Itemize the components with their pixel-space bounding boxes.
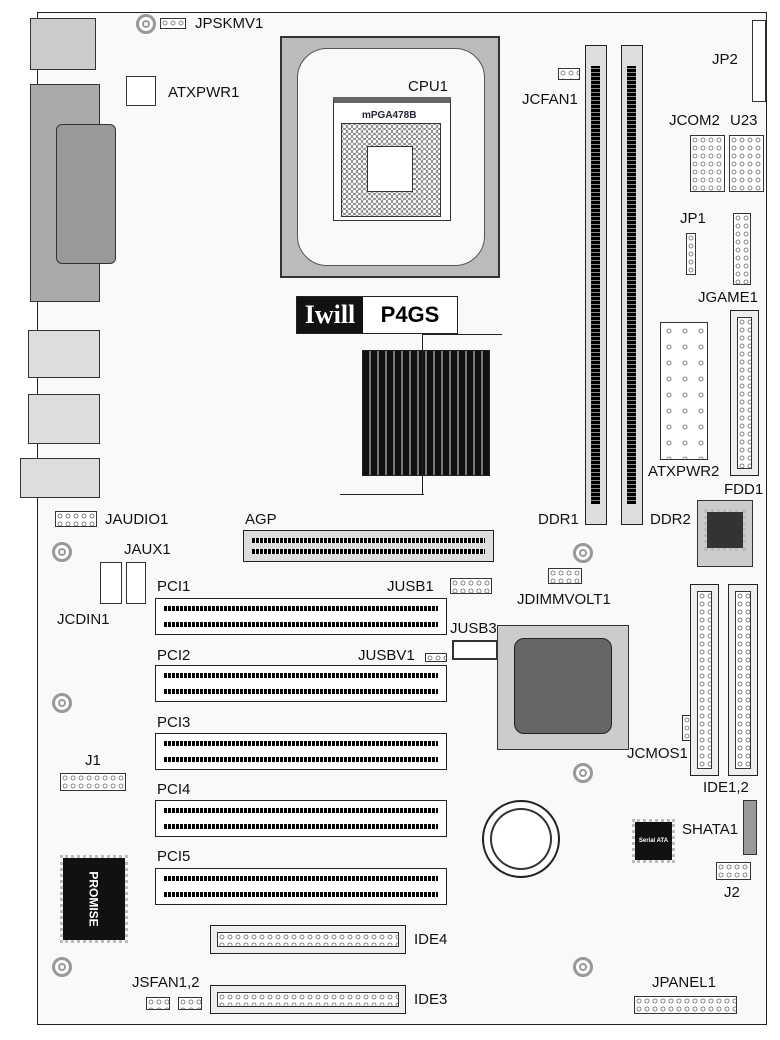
fdd1-connector[interactable] <box>690 584 719 776</box>
jusb3-connector <box>452 640 498 660</box>
promise-chip: PROMISE <box>60 855 128 943</box>
ddr1-slot[interactable] <box>585 45 607 525</box>
j1-label: J1 <box>85 752 101 769</box>
jcfan1-header <box>558 68 580 80</box>
heatsink-clip <box>422 334 502 494</box>
shata1-label: SHATA1 <box>682 821 739 838</box>
agp-label: AGP <box>245 511 277 528</box>
ddr2-label: DDR2 <box>650 511 691 528</box>
jcom2-header <box>690 135 725 192</box>
usb-ports <box>28 330 100 378</box>
jp2-label: JP2 <box>712 51 738 68</box>
pci2-slot[interactable] <box>155 665 447 702</box>
jgame1-label: JGAME1 <box>698 289 759 306</box>
jusb1-label: JUSB1 <box>387 578 434 595</box>
db-connector <box>56 124 116 264</box>
pci2-label: PCI2 <box>157 647 191 664</box>
lan-port <box>28 394 100 444</box>
jaux1-label: JAUX1 <box>124 541 171 558</box>
j2-label: J2 <box>724 884 740 901</box>
agp-slot[interactable] <box>243 530 494 562</box>
promise-label: PROMISE <box>87 871 101 927</box>
jpskmv1-label: JPSKMV1 <box>195 15 264 32</box>
ide12-connector[interactable] <box>728 584 758 776</box>
atxpwr1-connector <box>126 76 156 106</box>
jgame1-connector[interactable] <box>730 310 759 476</box>
jaudio1-label: JAUDIO1 <box>105 511 169 528</box>
mounting-hole <box>136 14 156 34</box>
jcdin1-label: JCDIN1 <box>57 611 110 628</box>
ide4-connector[interactable] <box>210 925 406 954</box>
jcfan1-label: JCFAN1 <box>522 91 578 108</box>
northbridge-heatsink <box>362 350 490 476</box>
audio-jacks <box>20 458 100 498</box>
mounting-hole <box>573 543 593 563</box>
brand-logo: Iwill P4GS <box>296 296 458 334</box>
jusbv1-jumper <box>425 653 447 662</box>
pci1-slot[interactable] <box>155 598 447 635</box>
pci5-slot[interactable] <box>155 868 447 905</box>
pci5-label: PCI5 <box>157 848 191 865</box>
ddr2-slot[interactable] <box>621 45 643 525</box>
ps2-ports <box>30 18 96 70</box>
jcmos1-label: JCMOS1 <box>627 745 688 762</box>
sata-controller-chip: Serial ATA <box>632 819 675 863</box>
pci3-slot[interactable] <box>155 733 447 770</box>
jdimmvolt1-label: JDIMMVOLT1 <box>517 591 611 608</box>
cmos-battery <box>482 800 560 878</box>
jp2-connector <box>752 20 766 102</box>
model-name: P4GS <box>380 302 440 327</box>
heatsink-clip <box>340 494 424 495</box>
pci1-label: PCI1 <box>157 578 191 595</box>
pci4-slot[interactable] <box>155 800 447 837</box>
iwill-logo: Iwill <box>297 297 363 333</box>
mounting-hole <box>52 693 72 713</box>
socket-label: mPGA478B <box>362 110 417 121</box>
ide4-label: IDE4 <box>414 931 448 948</box>
ide3-connector[interactable] <box>210 985 406 1014</box>
jpskmv1-header <box>160 18 186 29</box>
ide3-label: IDE3 <box>414 991 448 1008</box>
jusb3-label: JUSB3 <box>450 620 497 637</box>
jsfan1-header <box>146 997 170 1010</box>
u23-label: U23 <box>730 112 758 129</box>
mounting-hole <box>52 542 72 562</box>
jaux1-connector <box>126 562 146 604</box>
jusb1-header <box>450 578 492 594</box>
jpanel1-header <box>634 996 737 1014</box>
jcom2-label: JCOM2 <box>669 112 720 129</box>
jp-header <box>733 213 751 285</box>
shata1-connector <box>743 800 757 855</box>
fdd1-label: FDD1 <box>724 481 764 498</box>
ide12-label: IDE1,2 <box>703 779 749 796</box>
atxpwr2-label: ATXPWR2 <box>648 463 720 480</box>
ddr1-label: DDR1 <box>538 511 579 528</box>
jaudio1-header <box>55 511 97 527</box>
atxpwr2-connector <box>660 322 708 460</box>
mounting-hole <box>573 957 593 977</box>
jdimmvolt1-jumper <box>548 568 582 584</box>
jusbv1-label: JUSBV1 <box>358 647 415 664</box>
socket-center <box>367 146 413 192</box>
j1-header <box>60 773 126 791</box>
pci3-label: PCI3 <box>157 714 191 731</box>
u23-header <box>729 135 764 192</box>
jsfan2-header <box>178 997 202 1010</box>
jpanel1-label: JPANEL1 <box>652 974 716 991</box>
jsfan12-label: JSFAN1,2 <box>132 974 200 991</box>
southbridge-die <box>514 638 612 734</box>
mounting-hole <box>52 957 72 977</box>
jp1-jumper <box>686 233 696 275</box>
j2-header <box>716 862 751 880</box>
atxpwr1-label: ATXPWR1 <box>168 84 240 101</box>
pci4-label: PCI4 <box>157 781 191 798</box>
io-chip-die <box>704 509 746 551</box>
jp1-label: JP1 <box>680 210 706 227</box>
cpu-label: CPU1 <box>408 78 449 95</box>
mounting-hole <box>573 763 593 783</box>
jcdin1-connector <box>100 562 122 604</box>
